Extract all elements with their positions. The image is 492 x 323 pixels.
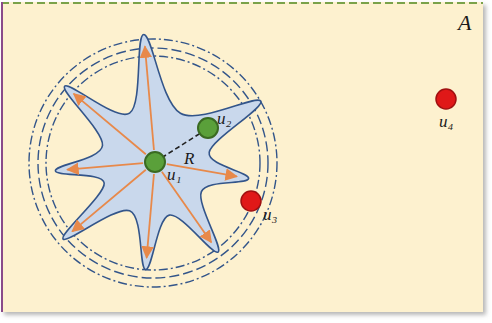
region-a [1,2,483,312]
region-border [1,2,3,312]
node-dot [436,89,456,109]
ray-arrow [147,174,154,258]
node-label: u₄ [439,113,453,130]
ray-arrow [67,163,143,170]
node-dot [198,118,218,138]
node-label: u₃ [263,206,277,223]
node-label: u₁ [167,166,181,183]
ray-group [67,46,236,257]
region-border [1,2,483,4]
ray-arrow [74,94,146,154]
node-dot [145,152,165,172]
ray-arrow [72,170,146,232]
node-dot [241,191,261,211]
radius-label: R [184,150,194,167]
coverage-shape [55,35,261,270]
region-label: A [458,12,471,34]
node-label: u₂ [217,110,231,127]
ray-arrow [145,46,154,150]
